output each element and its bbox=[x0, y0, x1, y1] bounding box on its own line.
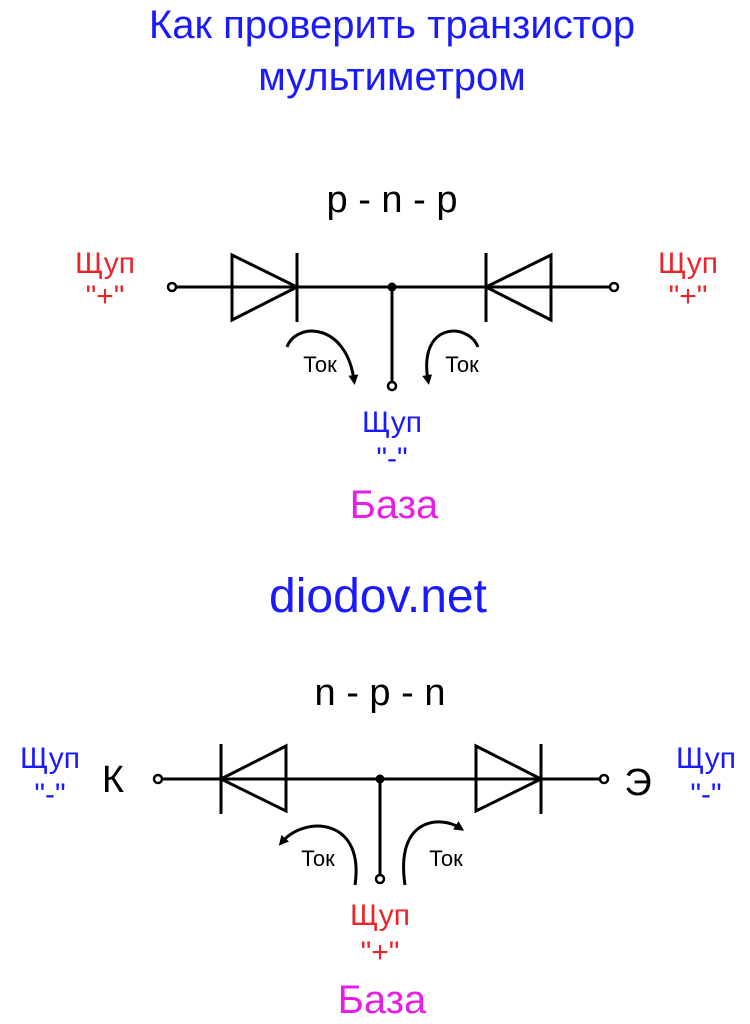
title-line-2: мультиметром bbox=[258, 55, 526, 99]
npn-bottom-probe-name: Щуп bbox=[350, 899, 410, 932]
npn-current-arrow-left-icon bbox=[278, 824, 358, 886]
npn-current-left-label: Ток bbox=[301, 846, 335, 871]
npn-left-probe-name: Щуп bbox=[20, 742, 80, 775]
npn-right-diode-icon bbox=[474, 743, 545, 814]
npn-right-probe-sign: "-" bbox=[690, 778, 721, 811]
pnp-junction-dot bbox=[387, 282, 397, 292]
npn-type-label: n - p - n bbox=[315, 672, 446, 714]
title-line-1: Как проверить транзистор bbox=[149, 3, 635, 47]
pnp-circuit bbox=[172, 252, 612, 385]
pnp-current-right-label: Ток bbox=[445, 352, 479, 377]
npn-junction-dot bbox=[375, 774, 385, 784]
npn-left-terminal bbox=[152, 773, 164, 785]
npn-emitter-label: Э bbox=[624, 762, 651, 804]
npn-right-terminal bbox=[598, 773, 610, 785]
pnp-base-terminal bbox=[386, 380, 398, 392]
npn-left-diode-icon bbox=[217, 743, 288, 814]
pnp-bottom-probe-name: Щуп bbox=[362, 406, 422, 439]
pnp-current-arrow-left-icon bbox=[285, 329, 359, 385]
pnp-base-label: База bbox=[350, 483, 439, 527]
npn-right-probe-name: Щуп bbox=[676, 742, 736, 775]
npn-current-arrow-right-icon bbox=[402, 820, 465, 886]
npn-current-right-label: Ток bbox=[429, 846, 463, 871]
npn-collector-label: К bbox=[102, 759, 124, 801]
npn-base-terminal bbox=[374, 873, 386, 885]
pnp-bottom-probe-sign: "-" bbox=[376, 442, 407, 475]
npn-left-probe-sign: "-" bbox=[34, 778, 65, 811]
pnp-left-terminal bbox=[166, 281, 178, 293]
pnp-right-terminal bbox=[608, 281, 620, 293]
pnp-current-arrow-right-icon bbox=[422, 329, 480, 385]
npn-base-label: База bbox=[338, 978, 427, 1022]
pnp-left-probe-sign: "+" bbox=[86, 280, 125, 313]
npn-circuit bbox=[158, 743, 602, 886]
pnp-left-probe-name: Щуп bbox=[75, 247, 135, 280]
pnp-current-left-label: Ток bbox=[303, 352, 337, 377]
pnp-left-diode-icon bbox=[230, 252, 301, 323]
pnp-right-diode-icon bbox=[482, 252, 553, 323]
site-watermark: diodov.net bbox=[269, 570, 487, 623]
pnp-right-probe-sign: "+" bbox=[669, 280, 708, 313]
npn-bottom-probe-sign: "+" bbox=[361, 936, 400, 969]
pnp-type-label: p - n - p bbox=[327, 179, 458, 221]
pnp-right-probe-name: Щуп bbox=[658, 247, 718, 280]
